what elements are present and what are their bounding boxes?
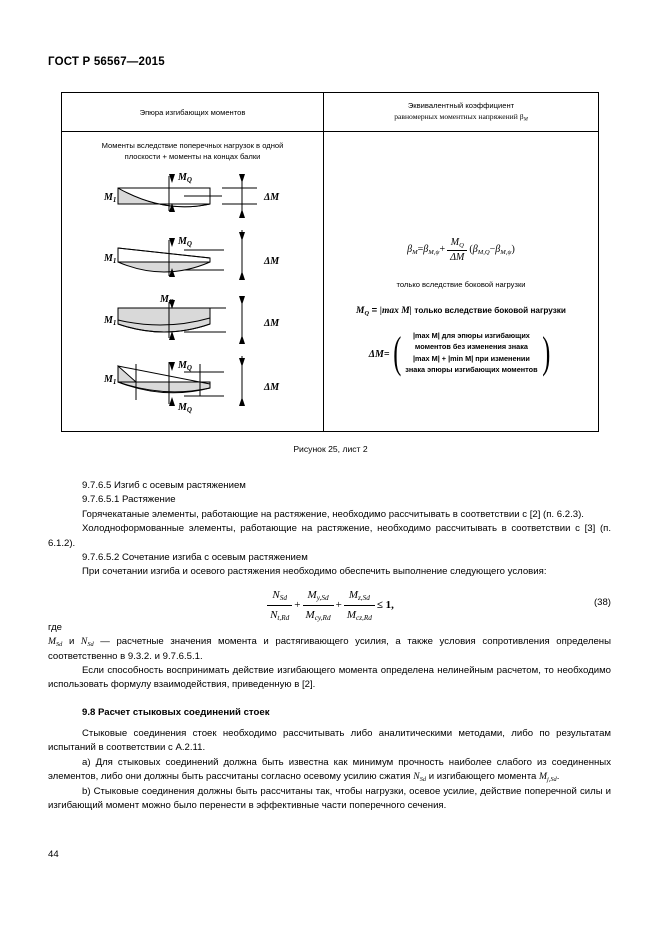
moment-diagram-row: M1 MQ MQ ΔM bbox=[62, 352, 323, 414]
svg-text:ΔM: ΔM bbox=[263, 382, 280, 393]
clause-9-7-6-5-heading: 9.7.6.5 Изгиб с осевым растяжением bbox=[82, 480, 246, 491]
svg-text:MQ: MQ bbox=[177, 236, 192, 248]
delta-m-case-2-line-1: |max M| + |min M| при изменении bbox=[412, 353, 530, 363]
clause-9-7-6-5-2-heading: 9.7.6.5.2 Сочетание изгиба с осевым раст… bbox=[82, 551, 308, 563]
paragraph-combined-bending: При сочетании изгиба и осевого растяжени… bbox=[82, 566, 547, 578]
moment-diagrams-subheading: Моменты вследствие поперечных нагрузок в… bbox=[101, 141, 284, 162]
paragraph-hot-rolled: Горячекатаные элементы, работающие на ра… bbox=[82, 508, 584, 520]
moment-diagrams-cell: Моменты вследствие поперечных нагрузок в… bbox=[62, 132, 324, 431]
figure-header-right-label: Эквивалентный коэффициент равномерных мо… bbox=[394, 101, 528, 123]
moment-diagram-3: M1 MQ ΔM bbox=[103, 294, 280, 344]
moment-diagram-row: M1 MQ ΔM bbox=[62, 166, 323, 228]
moment-diagram-row: M1 MQ ΔM bbox=[62, 290, 323, 352]
document-body: 9.7.6.5 Изгиб с осевым растяжением 9.7.6… bbox=[48, 479, 611, 813]
delta-m-cases: ( |max M| для эпюры изгибающих моментов бе… bbox=[390, 330, 554, 375]
figure-header-left: Эпюра изгибающих моментов bbox=[62, 93, 324, 131]
figure-table: Эпюра изгибающих моментов Эквивалентный … bbox=[61, 92, 599, 432]
right-brace: ) bbox=[541, 327, 550, 377]
mq-definition: MQ = |max M| только вследствие боковой н… bbox=[356, 305, 566, 317]
equation-38-number: (38) bbox=[593, 596, 611, 608]
moment-diagram-row: M1 MQ ΔM bbox=[62, 228, 323, 290]
svg-text:MQ: MQ bbox=[177, 360, 192, 372]
svg-text:MQ: MQ bbox=[177, 402, 192, 414]
moment-diagram-stack: M1 MQ ΔM bbox=[62, 166, 323, 414]
moment-diagram-1: M1 MQ ΔM bbox=[103, 172, 280, 218]
svg-text:M1: M1 bbox=[103, 253, 116, 265]
svg-text:MQ: MQ bbox=[177, 172, 192, 184]
delta-m-case-1-line-2: моментов без изменения знака bbox=[414, 342, 528, 352]
document-standard-header: ГОСТ Р 56567—2015 bbox=[48, 56, 165, 68]
svg-text:M1: M1 bbox=[103, 315, 116, 327]
fraction-denominator: ΔM bbox=[450, 251, 465, 263]
paragraph-splice-methods: Стыковые соединения стоек необходимо рас… bbox=[48, 728, 611, 754]
figure-header-right: Эквивалентный коэффициент равномерных мо… bbox=[324, 93, 598, 131]
paragraph-nonlinear-calc: Если способность воспринимать действие и… bbox=[48, 664, 611, 691]
delta-m-case-1-line-1: |max M| для эпюры изгибающих bbox=[412, 331, 530, 340]
paragraph-item-b: b) Стыковые соединения должны быть рассч… bbox=[48, 785, 611, 812]
svg-text:ΔM: ΔM bbox=[263, 192, 280, 203]
delta-m-equals: = bbox=[383, 348, 390, 360]
figure-header-left-label: Эпюра изгибающих моментов bbox=[139, 107, 246, 117]
paragraph-cold-formed: Холодноформованные элементы, работающие … bbox=[48, 523, 611, 549]
moment-diagram-2: M1 MQ ΔM bbox=[103, 230, 280, 280]
svg-text:ΔM: ΔM bbox=[263, 256, 280, 267]
clause-9-7-6-5-1-heading: 9.7.6.5.1 Растяжение bbox=[82, 494, 176, 506]
fraction-numerator: MQ bbox=[447, 237, 468, 251]
gde-label: где bbox=[48, 621, 63, 633]
delta-m-case-2-line-2: знака эпюры изгибающих моментов bbox=[405, 364, 538, 374]
lateral-load-note: только вследствие боковой нагрузки bbox=[396, 280, 526, 289]
svg-text:M1: M1 bbox=[103, 192, 116, 204]
svg-text:M1: M1 bbox=[103, 374, 116, 386]
figure-table-body-row: Моменты вследствие поперечных нагрузок в… bbox=[62, 132, 598, 431]
delta-m-lhs: ΔM bbox=[368, 348, 384, 360]
svg-text:ΔM: ΔM bbox=[263, 318, 280, 329]
paragraph-variable-definitions: MSd и NSd — расчетные значения момента и… bbox=[48, 636, 611, 662]
clause-9-8-heading: 9.8 Расчет стыковых соединений стоек bbox=[82, 706, 270, 718]
paragraph-item-a: a) Для стыковых соединений должна быть и… bbox=[48, 756, 611, 784]
svg-text:MQ: MQ bbox=[159, 294, 174, 306]
left-brace: ( bbox=[392, 327, 401, 377]
page-number: 44 bbox=[48, 849, 59, 860]
figure-table-header-row: Эпюра изгибающих моментов Эквивалентный … bbox=[62, 93, 598, 132]
moment-diagram-4: M1 MQ MQ ΔM bbox=[103, 356, 280, 414]
figure-caption: Рисунок 25, лист 2 bbox=[293, 444, 368, 454]
delta-m-definition: ΔM=( |max M| для эпюры изгибающих моментов… bbox=[324, 330, 598, 375]
